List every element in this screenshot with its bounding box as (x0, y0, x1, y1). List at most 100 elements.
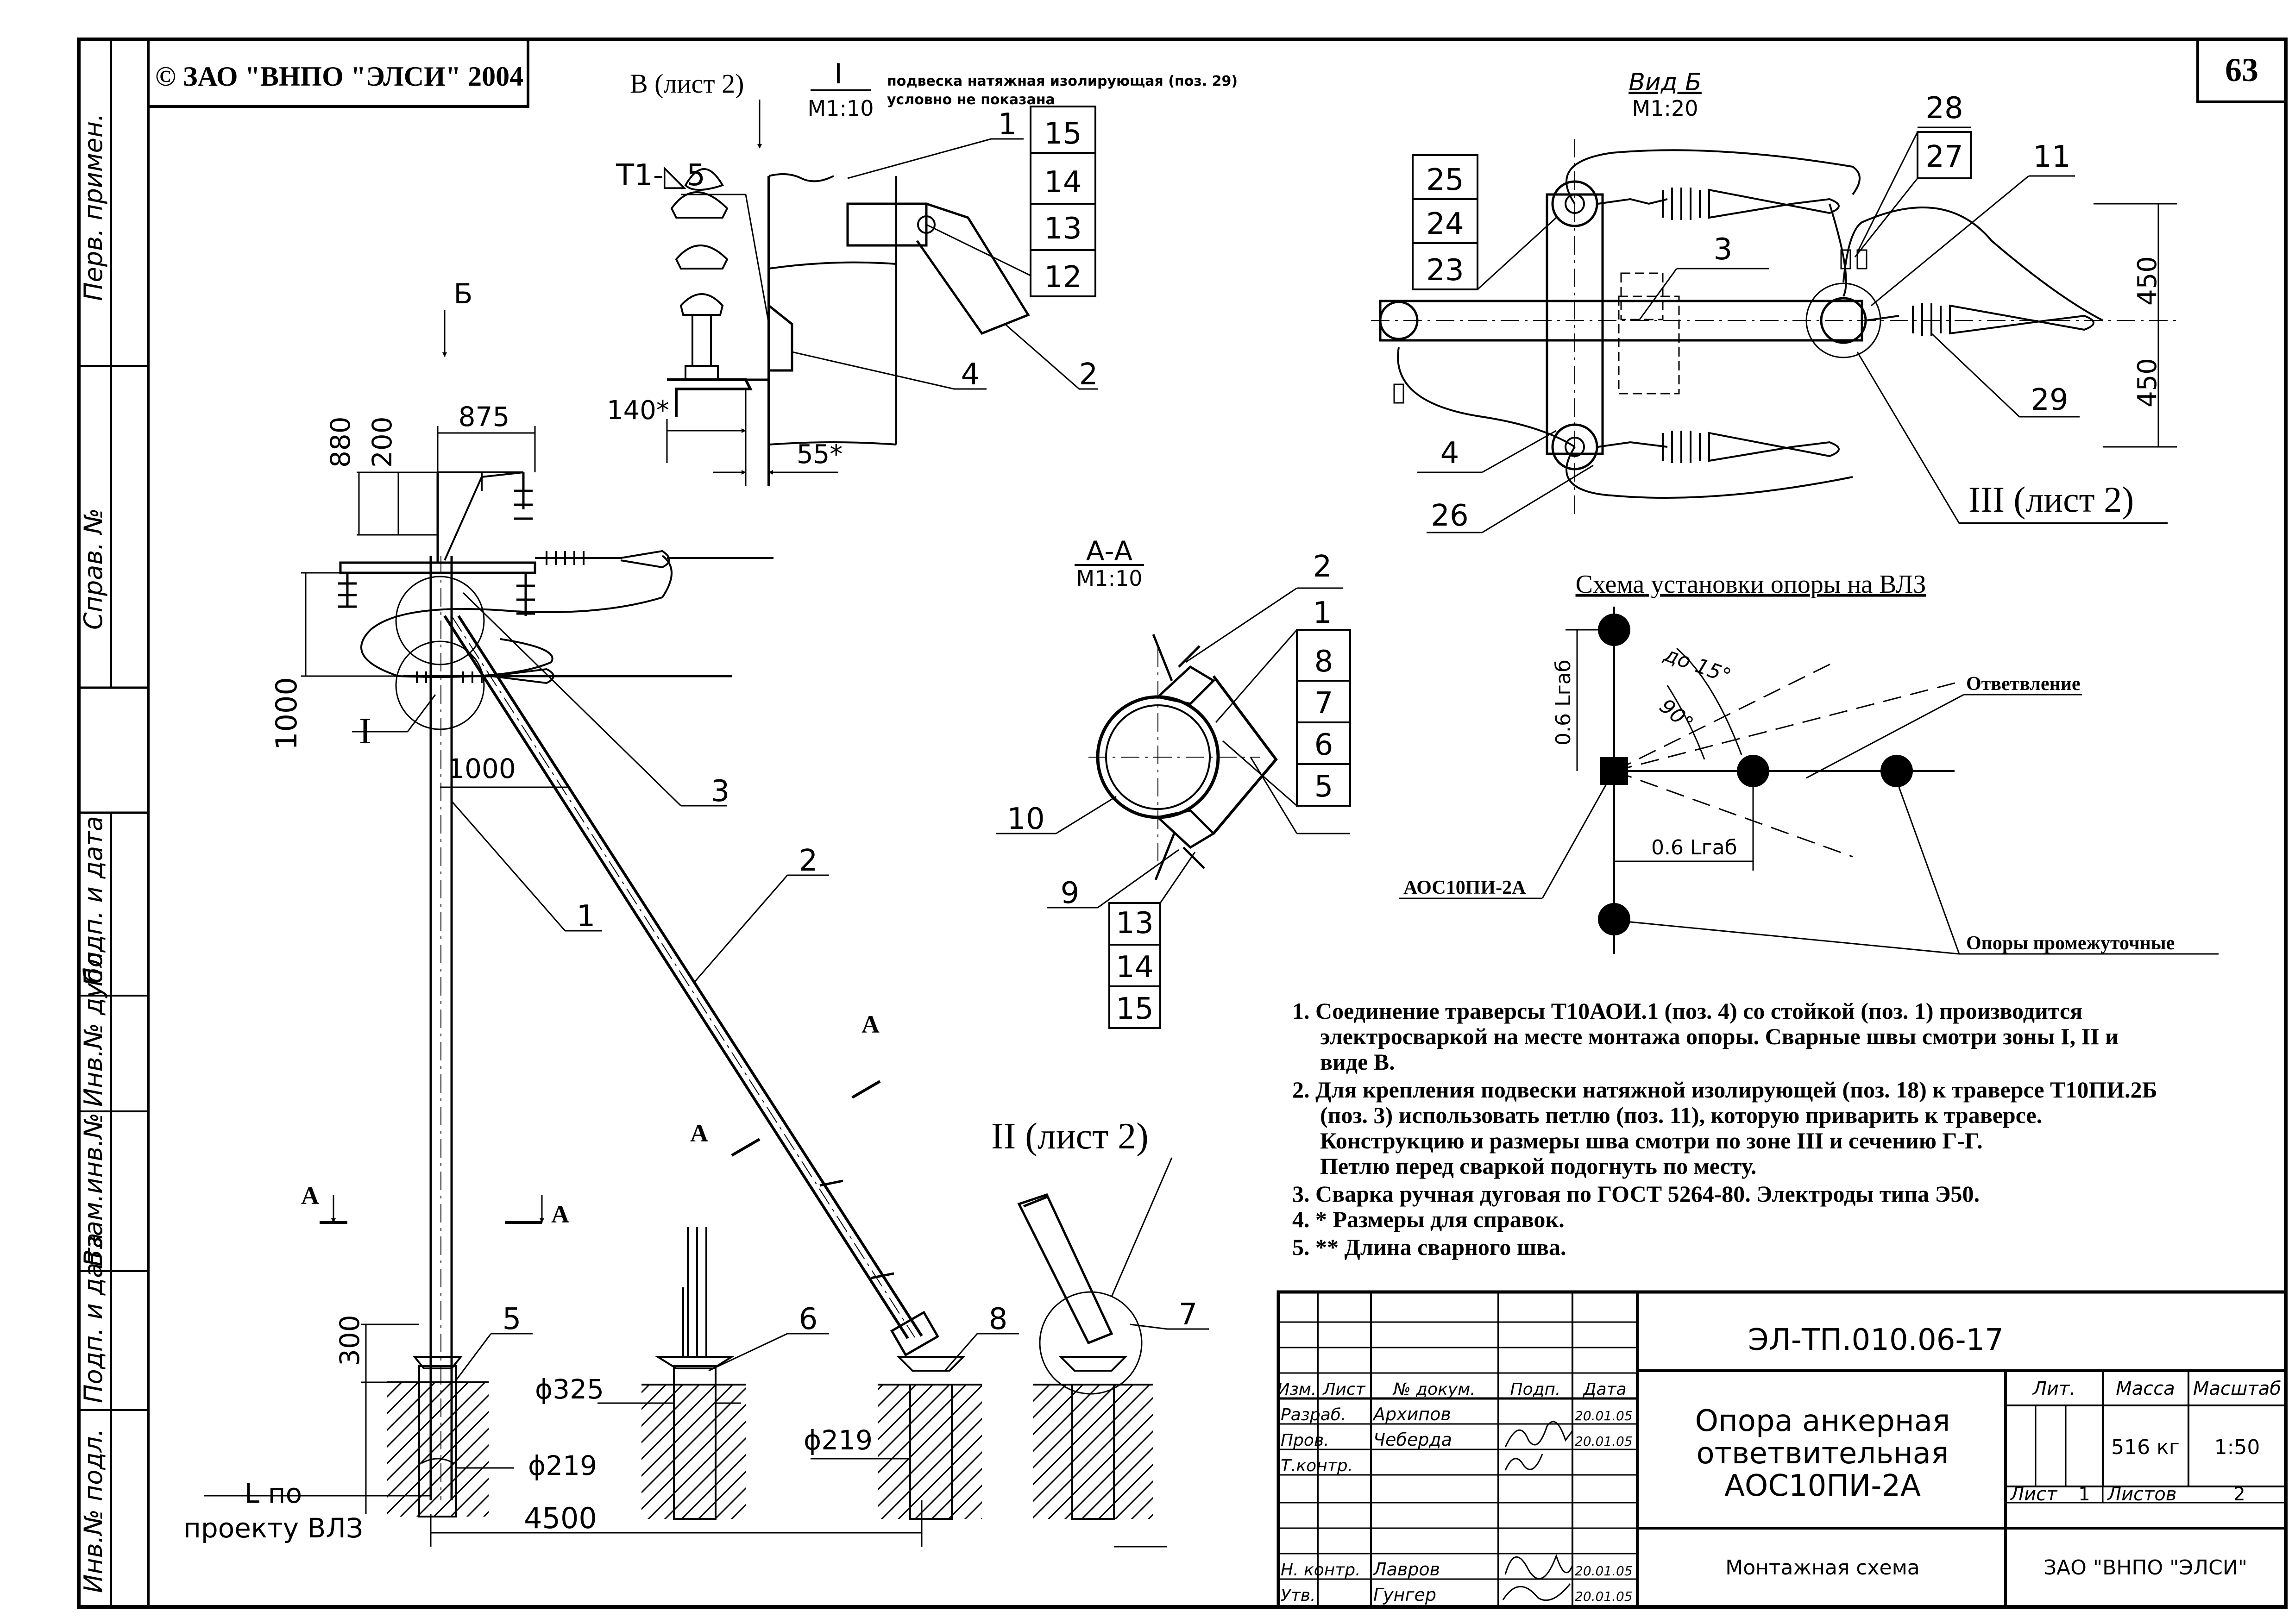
callout-b-25: 25 (1426, 163, 1464, 197)
section-AA-scale: М1:10 (1076, 566, 1143, 591)
callout-aa-6: 6 (1314, 728, 1333, 762)
title-block-grid (1276, 1290, 2288, 1609)
dim-1000-horizontal: 1000 (447, 753, 516, 784)
note-line-9: 4. * Размеры для справок. (1292, 1206, 1565, 1232)
view-B-scale: М1:20 (1632, 96, 1698, 121)
stamp-vzam-inv: Взам.инв.№ (79, 1113, 108, 1267)
dim-phi-219-right: ϕ219 (804, 1424, 873, 1456)
role-razrab: Разраб. (1281, 1405, 1346, 1424)
dim-phi-325: ϕ325 (535, 1373, 604, 1405)
callout-aa-1: 1 (1313, 596, 1332, 630)
callout-b-26: 26 (1431, 499, 1468, 533)
stamp-podp-data-2: Подп. и дата (79, 1233, 108, 1403)
dim-4500: 4500 (524, 1501, 597, 1535)
callout-aa-15: 15 (1116, 992, 1153, 1026)
scheme-title: Схема установки опоры на ВЛЗ (1576, 570, 1926, 599)
org-name: ЗАО "ВНПО "ЭЛСИ" (2043, 1556, 2247, 1580)
callout-main-3: 3 (711, 774, 730, 809)
callout-main-6: 6 (799, 1302, 818, 1336)
doc-code: ЭЛ-ТП.010.06-17 (1748, 1323, 2004, 1357)
date-utv: 20.01.05 (1575, 1589, 1633, 1604)
doc-title-1: Опора анкерная (1695, 1404, 1950, 1438)
dim-875: 875 (459, 401, 510, 433)
hdr-list: Лист (1322, 1380, 1365, 1399)
callout-main-2: 2 (799, 844, 818, 878)
note-line-7: Петлю перед сваркой подогнуть по месту. (1320, 1153, 1756, 1179)
callout-detail-1: 1 (998, 107, 1017, 142)
callout-detail-4: 4 (961, 357, 980, 392)
scheme-dim-horizontal: 0.6 Lгаб (1651, 836, 1737, 859)
scheme-intermediate-label: Опоры промежуточные (1966, 933, 2175, 954)
callout-main-7: 7 (1179, 1298, 1198, 1332)
view-B-ref: В (лист 2) (630, 69, 744, 99)
callout-aa-5: 5 (1314, 770, 1333, 804)
doc-title-3: АОС10ПИ-2А (1724, 1469, 1921, 1503)
callout-aa-2: 2 (1313, 550, 1332, 584)
main-pole-drawing (204, 310, 1209, 1548)
scheme-support-label: АОС10ПИ-2А (1403, 877, 1526, 898)
role-utv: Утв. (1281, 1586, 1316, 1605)
zone-II-label: II (лист 2) (991, 1116, 1149, 1157)
installation-scheme-drawing (1399, 607, 2219, 955)
callout-main-8: 8 (989, 1302, 1008, 1336)
name-arhipov: Архипов (1372, 1404, 1451, 1424)
callout-aa-10: 10 (1007, 802, 1044, 836)
section-mark-A-left: А (301, 1182, 319, 1210)
callout-b-23: 23 (1426, 253, 1464, 288)
notes-block: 1. Соединение траверсы Т10АОИ.1 (поз. 4)… (1292, 998, 2157, 1260)
callout-detail-15: 15 (1044, 117, 1081, 151)
section-mark-A-strut-lower: А (690, 1119, 708, 1147)
sheets-value: 2 (2233, 1484, 2245, 1505)
view-arrow-B: Б (453, 278, 472, 310)
callout-aa-7: 7 (1314, 686, 1333, 721)
note-line-6: Конструкцию и размеры шва смотри по зоне… (1320, 1128, 1983, 1154)
callout-b-4: 4 (1440, 436, 1459, 470)
role-prov: Пров. (1281, 1431, 1329, 1450)
page-number: 63 (2225, 51, 2258, 88)
scheme-dim-vertical: 0.6 Lгаб (1552, 659, 1575, 746)
zone-I-label: I (359, 711, 371, 752)
doc-subtitle: Монтажная схема (1725, 1556, 1920, 1580)
hdr-docum: № докум. (1392, 1380, 1475, 1399)
scheme-branch-label: Ответвление (1966, 673, 2081, 695)
note-line-2: электросваркой на месте монтажа опоры. С… (1320, 1023, 2119, 1049)
dim-880: 880 (325, 416, 356, 468)
callout-aa-9: 9 (1061, 876, 1080, 910)
note-line-1: 1. Соединение траверсы Т10АОИ.1 (поз. 4)… (1292, 998, 2082, 1024)
hdr-podp: Подп. (1510, 1380, 1561, 1399)
section-AA-drawing (996, 587, 1351, 1029)
detail-I-note-1: подвеска натяжная изолирующая (поз. 29) (887, 73, 1238, 89)
dim-200: 200 (366, 416, 398, 468)
callout-aa-13: 13 (1116, 906, 1153, 941)
detail-I-note-2: условно не показана (887, 92, 1055, 108)
zone-III-label: III (лист 2) (1968, 479, 2134, 520)
role-tkontr: Т.контр. (1281, 1456, 1353, 1475)
callout-aa-8: 8 (1314, 645, 1333, 679)
callout-b-3: 3 (1714, 232, 1733, 267)
stamp-perv-primen: Перв. примен. (79, 113, 108, 301)
view-B-title: Вид Б (1629, 69, 1702, 96)
date-prov: 20.01.05 (1575, 1434, 1633, 1449)
callout-main-1: 1 (577, 899, 596, 934)
detail-I-scale: М1:10 (808, 96, 874, 121)
mass-label: Масса (2116, 1378, 2175, 1399)
note-line-10: 5. ** Длина сварного шва. (1292, 1234, 1566, 1260)
dim-450-top: 450 (2132, 256, 2163, 306)
section-mark-A-strut-upper: А (861, 1010, 880, 1038)
hdr-izm: Изм. (1277, 1380, 1317, 1399)
callout-detail-14: 14 (1044, 165, 1081, 200)
note-line-8: 3. Сварка ручная дуговая по ГОСТ 5264-80… (1292, 1181, 1980, 1207)
note-line-5: (поз. 3) использовать петлю (поз. 11), к… (1320, 1102, 2042, 1128)
callout-detail-13: 13 (1044, 212, 1081, 246)
l-note-2: проекту ВЛЗ (183, 1512, 363, 1544)
callout-detail-12: 12 (1044, 260, 1081, 295)
dim-450-bottom: 450 (2132, 358, 2163, 408)
name-lavrov: Лавров (1372, 1559, 1440, 1580)
date-nkontr: 20.01.05 (1575, 1563, 1633, 1579)
note-line-3: виде В. (1320, 1049, 1395, 1075)
callout-b-27: 27 (1925, 140, 1963, 174)
stamp-inv-dubl: Инв.№ дубл. (79, 944, 108, 1107)
hdr-data: Дата (1582, 1380, 1626, 1399)
section-mark-A-right: А (551, 1200, 569, 1228)
sheet-value: 1 (2078, 1484, 2090, 1505)
